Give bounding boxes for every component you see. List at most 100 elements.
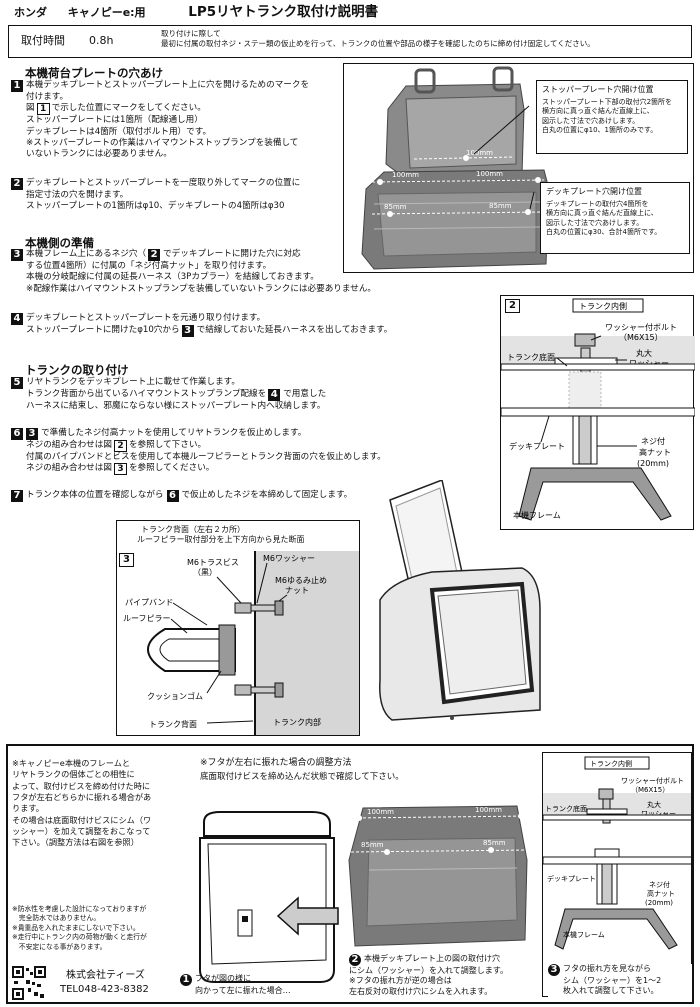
figure-1: 1 100mm 100mm 100mm 85mm 85mm ストッパープレート穴… [343,63,694,273]
step1-line: ストッパープレートには1箇所（配線通し用） [26,115,203,126]
step3-ref: 2 [148,249,161,261]
step4-line: で結線しておいた延長ハーネスを出しておきます。 [196,325,393,335]
step6-line: で準備したネジ付高ナットを使用してリヤトランクを仮止めします。 [41,428,307,438]
step6-line: 付属のパイプバンドとビスを使用して本機ルーフピラーとトランク背面の穴を仮止めしま… [26,452,386,462]
dim-low-left: 85mm [384,203,407,211]
step6-line: を参照してください。 [128,463,215,474]
step4-line: ストッパープレートに開けたφ10穴から [26,325,180,335]
mini-deck-label: デッキプレート [547,874,596,883]
step5-line: で用意した [283,389,327,399]
step2-line: デッキプレートとストッパープレートを一度取り外してマークの位置に [26,178,301,188]
step3-line: でデッキプレートに開けた穴に対応 [163,249,301,259]
pipe-band-label: パイプバンド [125,598,173,607]
step6-num: 6 [11,428,23,440]
m6-washer-label: M6ワッシャー [263,554,315,563]
deck-callout-title: デッキプレート穴開け位置 [546,187,642,196]
caption-line: シム（ワッシャー）を1〜2 [563,976,662,985]
mini-nut-label-2: 高ナット [647,889,675,898]
mini-frame-label: 本機フレーム [563,930,605,939]
fig2-label: 2 [505,299,520,313]
mini-bolt-diagram: トランク内側 ワッシャー付ボルト （M6X15） 丸大 ワッシャー トランク底面… [542,752,692,997]
warning-line: ※走行中にトランク内の荷物が動くと走行が [12,933,147,942]
roof-pillar-label: ルーフピラー [123,614,171,623]
note-line: リヤトランクの個体ごとの相性に [12,769,135,780]
section2-title: 本機側の準備 [25,236,94,250]
fig-ref: 1 [36,103,50,116]
callout-line: 横方向に真っ直ぐ結んだ直線上に、 [542,107,654,116]
note-line: ります。 [12,803,44,814]
note-line: ※キャノピーe本機のフレームと [12,758,131,768]
bolt-diagram: トランク内側 ワッシャー付ボルト （M6X15） 丸大 ワッシャー トランク底面… [501,298,695,521]
dim-low-right: 85mm [489,202,512,210]
step6-line: ネジの組み合わせは図 [26,463,112,474]
step6-line: を参照して下さい。 [128,440,207,450]
time-value: 0.8h [89,34,114,47]
step5-line: ハーネスに結束し、邪魔にならない様にストッパープレート内へ収納します。 [26,401,326,411]
company-name: 株式会社ティーズ [66,970,145,981]
callout-line: 横方向に真っ直ぐ結んだ直線上に、 [546,209,658,218]
washer-bolt-size: （M6X15） [619,333,663,342]
step1: 1 本機デッキプレートとストッパープレート上に穴を開けるためのマークを 付けます。… [11,80,351,161]
note-line: ッシャー）を加えて調整をおこなって [12,825,151,836]
callout-line: デッキプレートの取付穴4箇所を [546,200,649,209]
step4-num: 4 [11,313,23,325]
fig2-title: トランク内側 [579,301,627,311]
lock-nut-label-2: ナット [285,586,309,595]
stopper-callout-title: ストッパープレート穴開け位置 [542,85,654,94]
deck-plate-label: デッキプレート [509,441,565,451]
caption-line: フタの振れ方を見ながら [563,964,651,973]
fig3-title-2: ルーフピラー取付部分を上下方向から見た断面 [137,535,305,544]
frame-label: 本機フレーム [513,510,561,520]
dim-mid-right: 100mm [476,170,503,178]
caption-line: にシム（ワッシャー）を入れて調整します。 [349,966,508,975]
header: ホンダ キャノピーe:用 LP5リヤトランク取付け説明書 [14,4,694,24]
step1-line: 付けます。 [26,92,69,102]
step2-num: 2 [11,178,23,190]
nut-label-1: ネジ付 [641,436,665,446]
step4-line: デッキプレートとストッパープレートを元通り取り付けます。 [26,313,266,323]
step1-line: ※ストッパープレートの作業はハイマウントストップランプを装備して [26,138,299,149]
step7-num: 7 [11,490,23,502]
lock-nut-label-1: M6ゆるみ止め [275,575,327,585]
warning-line: 不安定になる事があります。 [12,942,107,951]
mini-title: トランク内側 [590,759,632,768]
step3-num: 3 [11,249,23,261]
step1-line: 本機デッキプレートとストッパープレート上に穴を開けるためのマークを [26,80,310,90]
step3-line: 本機の分岐配線に付属の延長ハーネス（3Pカプラー）を結線しておきます。 [26,272,319,283]
trunk-inside-label: トランク内部 [273,717,321,727]
step7-ref: 6 [166,490,179,502]
caption-line: ※フタの振れ方が逆の場合は [349,976,452,986]
dim-top: 100mm [466,149,493,157]
step2-line: 指定寸法の穴を開けます。 [26,190,129,200]
waterproof-notes: ※防水性を考慮した設計になっておりますが 完全防水ではありません。 ※貴重品を入… [12,905,192,952]
fig-ref: 3 [113,463,127,476]
callout-line: 白丸の位置にφ10、1箇所のみです。 [542,125,658,134]
mini-bolt-size: （M6X15） [631,786,669,794]
step1-line: で示した位置にマークをしてください。 [51,103,206,114]
dim-mid-left: 100mm [392,171,419,179]
caption1-num: 1 [180,974,192,986]
mini-bottom-label: トランク底面 [545,804,587,813]
brand: ホンダ [14,6,47,19]
caption3-num: 3 [548,964,560,976]
nut-label-2: 高ナット [639,447,671,457]
deck-callout: デッキプレート穴開け位置 デッキプレートの取付穴4箇所を 横方向に真っ直ぐ結んだ… [540,182,690,254]
step2-line: ストッパープレートの1箇所はφ10、デッキプレートの4箇所はφ30 [26,201,285,212]
bottom-frame [6,744,694,1004]
callout-line: ストッパープレート下部の取付穴2箇所を [542,98,673,107]
caption-line: 枚入れて調整して下さい。 [563,986,659,996]
page-title: LP5リヤトランク取付け説明書 [188,4,379,20]
trunk-front-sketch [199,811,339,983]
note-line: その場合は底面取付けビスにシム（ワ [12,814,152,825]
dim-low-left: 85mm [361,841,384,849]
warning-line: ※貴重品を入れたままにしないで下さい。 [12,923,140,932]
note-line: フタが左右どちらかに振れる場合があ [12,791,152,802]
large-washer-label-1: 丸大 [636,348,652,358]
step3-line: ※配線作業はハイマウントストップランプを装備していないトランクには必要ありません… [26,283,377,294]
time-box: 取付時間 0.8h 取り付けに際して 最初に付属の取付ネジ・ステー類の仮止めを行… [8,25,692,58]
